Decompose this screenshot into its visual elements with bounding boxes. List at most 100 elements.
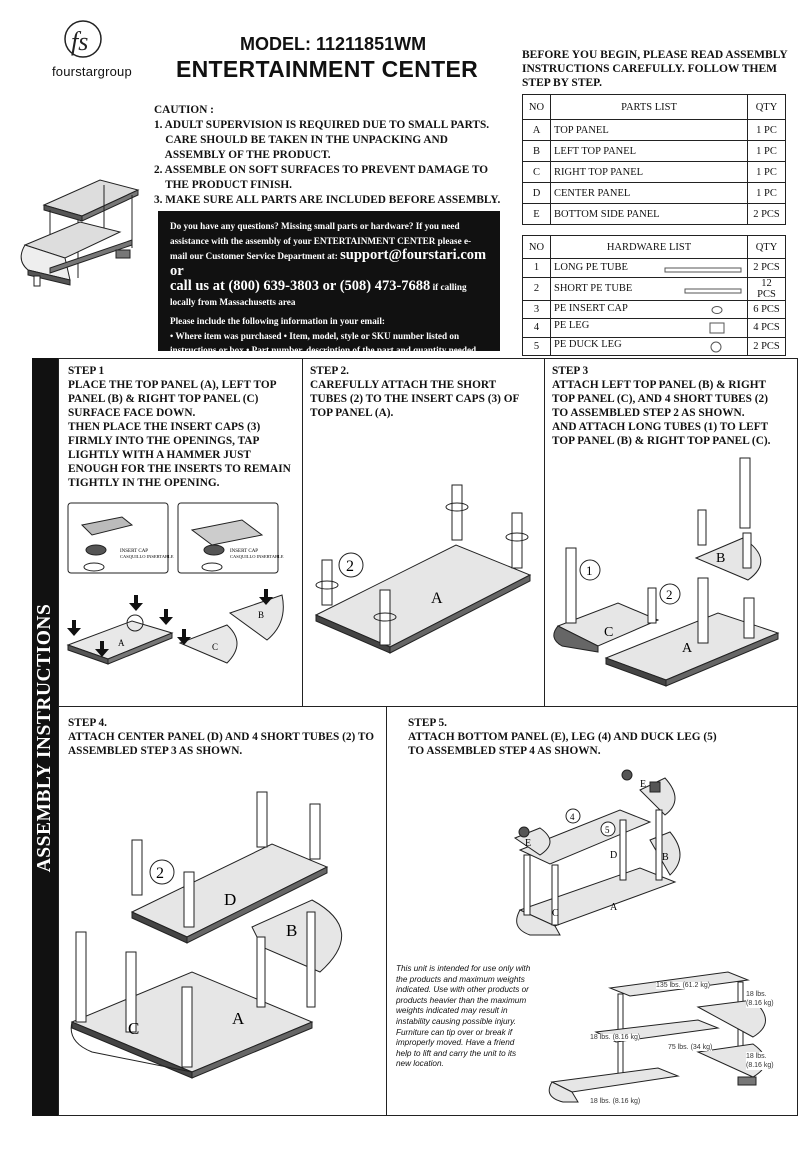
part-no: A bbox=[522, 119, 551, 141]
label-a: A bbox=[431, 590, 443, 607]
part-qty: 2 PCS bbox=[747, 203, 786, 225]
label-a: A bbox=[610, 902, 618, 913]
hardware-no: 5 bbox=[522, 336, 551, 356]
weight-warning: This unit is intended for use only with … bbox=[396, 964, 531, 1069]
pe-leg-icon bbox=[709, 322, 725, 334]
page-title: ENTERTAINMENT CENTER bbox=[176, 56, 479, 82]
weight-right-mid: 18 lbs. (8.16 kg) bbox=[746, 1052, 784, 1070]
short-tube-icon bbox=[684, 288, 742, 293]
support-phone[interactable]: call us at (800) 639-3803 or (508) 473-7… bbox=[170, 278, 431, 294]
part-no: C bbox=[522, 161, 551, 183]
weight-right-top: 18 lbs. (8.16 kg) bbox=[746, 990, 784, 1008]
label-a: A bbox=[232, 1009, 245, 1028]
support-phone-note: if calling locally from Massachusetts ar… bbox=[170, 282, 467, 307]
tube-number-2: 2 bbox=[346, 558, 354, 575]
customer-support-box: Do you have any questions? Missing small… bbox=[158, 211, 500, 370]
label-b: B bbox=[716, 551, 725, 566]
part-name: LEFT TOP PANEL bbox=[550, 140, 748, 162]
part-name: BOTTOM SIDE PANEL bbox=[550, 203, 748, 225]
step-5-diagram: E E D B C A 4 5 bbox=[513, 769, 681, 936]
part-no: E bbox=[522, 203, 551, 225]
tube-number-1: 1 bbox=[586, 563, 593, 578]
insert-cap-label-es: CASQUILLO INSERTABLE bbox=[120, 554, 174, 559]
leg-number-4: 4 bbox=[570, 812, 575, 822]
step-3-diagram: B C A 1 2 bbox=[553, 457, 780, 687]
hardware-header-no: NO bbox=[522, 235, 551, 259]
hardware-no: 3 bbox=[522, 299, 551, 319]
weight-left-mid: 18 lbs. (8.16 kg) bbox=[590, 1034, 641, 1041]
part-name: TOP PANEL bbox=[550, 119, 748, 141]
insert-cap-label-es: CASQUILLO INSERTABLE bbox=[230, 554, 284, 559]
hardware-no: 2 bbox=[522, 276, 551, 301]
part-qty: 1 PC bbox=[747, 119, 786, 141]
hardware-qty: 2 PCS bbox=[747, 258, 786, 278]
product-thumbnail bbox=[20, 179, 140, 287]
step-1-diagram: A C B INSERT CAP CASQUILLO INSERTABLE IN… bbox=[66, 502, 284, 665]
part-qty: 1 PC bbox=[747, 161, 786, 183]
step-5-text: STEP 5.ATTACH BOTTOM PANEL (E), LEG (4) … bbox=[408, 717, 717, 757]
caution-line: CARE SHOULD BE TAKEN IN THE UNPACKING AN… bbox=[154, 134, 448, 146]
part-no: B bbox=[522, 140, 551, 162]
label-d: D bbox=[224, 890, 236, 909]
parts-header-name: PARTS LIST bbox=[550, 94, 748, 120]
parts-header-no: NO bbox=[522, 94, 551, 120]
hardware-header-name: HARDWARE LIST bbox=[550, 235, 748, 259]
part-qty: 1 PC bbox=[747, 140, 786, 162]
hardware-name: PE DUCK LEG bbox=[550, 336, 748, 356]
caution-line: 2. ASSEMBLE ON SOFT SURFACES TO PREVENT … bbox=[154, 164, 489, 176]
part-no: D bbox=[522, 182, 551, 204]
weight-bottom: 18 lbs. (8.16 kg) bbox=[590, 1098, 641, 1105]
caution-line: 3. MAKE SURE ALL PARTS ARE INCLUDED BEFO… bbox=[154, 194, 501, 206]
fourstargroup-logo-icon: fs bbox=[64, 20, 102, 58]
tube-number-2: 2 bbox=[156, 865, 164, 882]
insert-cap-icon bbox=[711, 306, 723, 315]
caution-block: CAUTION : 1. ADULT SUPERVISION IS REQUIR… bbox=[154, 103, 504, 208]
support-intro: Do you have any questions? Missing small… bbox=[170, 221, 472, 261]
label-c: C bbox=[212, 642, 218, 652]
support-footer: This information will help us get the pr… bbox=[170, 359, 412, 370]
hardware-no: 4 bbox=[522, 318, 551, 338]
hardware-qty: 12 PCS bbox=[747, 276, 786, 301]
part-qty: 1 PC bbox=[747, 182, 786, 204]
step-2-diagram: A 2 bbox=[314, 484, 532, 654]
caution-line: ASSEMBLY OF THE PRODUCT. bbox=[154, 149, 331, 161]
hardware-name: PE INSERT CAP bbox=[550, 299, 748, 319]
support-email[interactable]: support@fourstari.com or bbox=[170, 247, 487, 279]
weight-top: 135 lbs. (61.2 kg) bbox=[656, 982, 711, 989]
hardware-name: LONG PE TUBE bbox=[550, 258, 748, 278]
svg-text:fs: fs bbox=[71, 27, 88, 56]
hardware-no: 1 bbox=[522, 258, 551, 278]
assembly-sidebar bbox=[32, 358, 58, 1116]
duck-leg-icon bbox=[710, 341, 722, 353]
before-you-begin-note: BEFORE YOU BEGIN, PLEASE READ ASSEMBLY I… bbox=[522, 49, 788, 89]
tube-number-2: 2 bbox=[666, 587, 673, 602]
long-tube-icon bbox=[664, 267, 742, 273]
hardware-name: PE LEG bbox=[550, 318, 748, 338]
hardware-header-qty: QTY bbox=[747, 235, 786, 259]
part-name: CENTER PANEL bbox=[550, 182, 748, 204]
step-4-diagram: D B C A 2 bbox=[70, 791, 343, 1079]
support-include-heading: Please include the following information… bbox=[170, 316, 385, 326]
support-include-list: • Where item was purchased • Item, model… bbox=[170, 330, 477, 356]
label-a: A bbox=[118, 638, 125, 648]
label-c: C bbox=[128, 1019, 139, 1038]
brand-name: fourstargroup bbox=[52, 64, 132, 79]
label-b: B bbox=[258, 610, 264, 620]
label-b: B bbox=[286, 921, 297, 940]
label-c: C bbox=[604, 625, 613, 640]
label-a: A bbox=[682, 641, 693, 656]
insert-cap-label: INSERT CAP bbox=[230, 549, 258, 554]
hardware-qty: 2 PCS bbox=[747, 336, 786, 356]
hardware-name: SHORT PE TUBE bbox=[550, 276, 748, 301]
